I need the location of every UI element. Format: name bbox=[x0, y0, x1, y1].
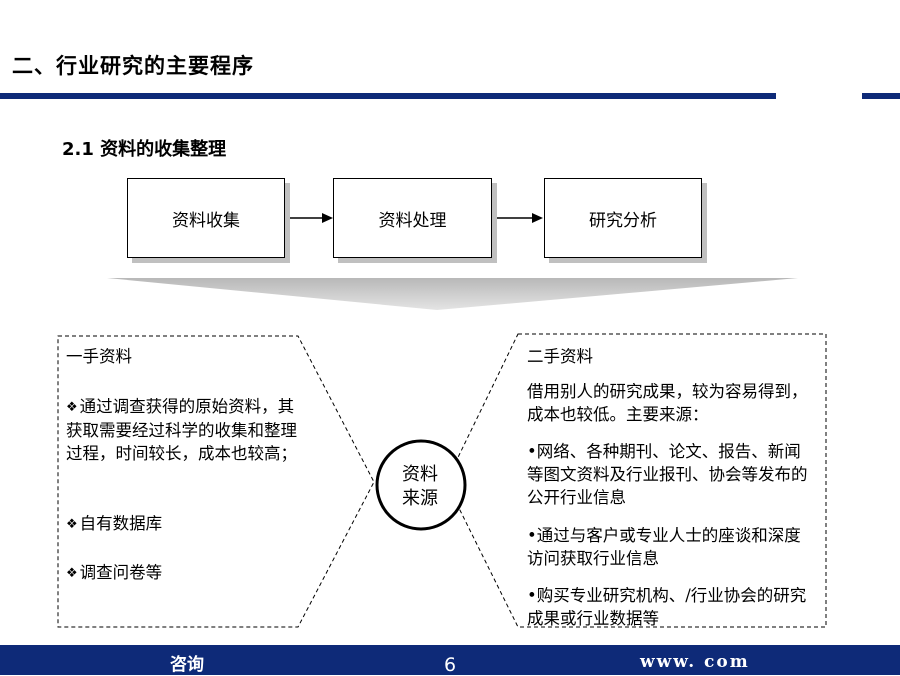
flow-box-label: 研究分析 bbox=[589, 210, 657, 231]
right-panel-intro: 借用别人的研究成果，较为容易得到，成本也较低。主要来源： bbox=[527, 382, 808, 424]
right-panel-heading: 二手资料 bbox=[527, 347, 593, 366]
center-label: 资料 来源 bbox=[382, 463, 458, 511]
footer-bar bbox=[0, 645, 900, 675]
list-item: •网络、各种期刊、论文、报告、新闻等图文资料及行业报刊、协会等发布的公开行业信息 bbox=[527, 442, 808, 507]
flow-arrow-1 bbox=[286, 213, 333, 223]
list-item: ❖通过调查获得的原始资料，其获取需要经过科学的收集和整理过程，时间较长，成本也较… bbox=[66, 395, 306, 465]
title-rule-accent bbox=[862, 93, 900, 99]
center-label-line: 来源 bbox=[402, 488, 438, 509]
flow-arrow-2 bbox=[493, 213, 543, 223]
center-circle bbox=[375, 439, 467, 531]
left-panel-heading: 一手资料 bbox=[66, 347, 132, 366]
diamond-cluster-icon: ❖ bbox=[66, 566, 78, 581]
footer-brand: 咨询 bbox=[170, 655, 204, 675]
list-item: ❖自有数据库 bbox=[66, 512, 162, 536]
list-item: •购买专业研究机构、/行业协会的研究成果或行业数据等 bbox=[527, 586, 807, 628]
flow-box-analyze: 研究分析 bbox=[544, 178, 702, 258]
list-item-text: 通过调查获得的原始资料，其获取需要经过科学的收集和整理过程，时间较长，成本也较高… bbox=[66, 397, 297, 463]
list-item-text: 调查问卷等 bbox=[79, 563, 163, 582]
footer-url: www. com bbox=[640, 652, 750, 672]
flow-box-process: 资料处理 bbox=[333, 178, 492, 258]
page-number: 6 bbox=[443, 654, 457, 676]
list-item: •通过与客户或专业人士的座谈和深度访问获取行业信息 bbox=[527, 526, 801, 568]
page-title: 二、行业研究的主要程序 bbox=[12, 54, 254, 78]
diamond-cluster-icon: ❖ bbox=[66, 400, 78, 415]
left-panel-outline bbox=[57, 335, 375, 628]
flow-box-collect: 资料收集 bbox=[127, 178, 285, 258]
diamond-cluster-icon: ❖ bbox=[66, 517, 78, 532]
flow-box-label: 资料收集 bbox=[172, 210, 240, 231]
funnel-arrow bbox=[107, 278, 798, 310]
section-subtitle: 2.1 资料的收集整理 bbox=[62, 139, 227, 160]
center-label-line: 资料 bbox=[402, 464, 438, 485]
flow-box-label: 资料处理 bbox=[378, 210, 447, 231]
list-item-text: 自有数据库 bbox=[79, 514, 163, 533]
list-item: ❖调查问卷等 bbox=[66, 561, 162, 585]
title-rule bbox=[0, 93, 776, 99]
